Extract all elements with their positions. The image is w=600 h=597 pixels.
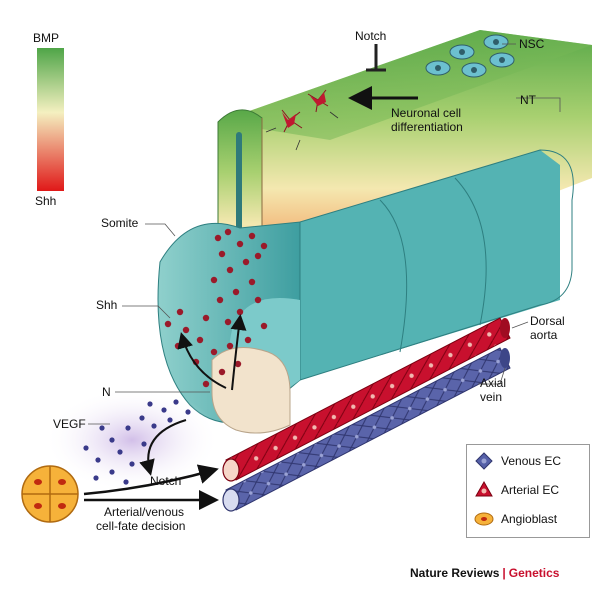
- axial-vein: [222, 347, 511, 512]
- nsc-label: NSC: [519, 37, 545, 51]
- journal-section: Genetics: [508, 566, 560, 580]
- n-label: N: [102, 385, 111, 399]
- notch-inhibition-bar: [366, 44, 386, 72]
- vegf-cloud: [44, 388, 220, 492]
- legend-label-angioblast: Angioblast: [501, 512, 558, 526]
- axial-vein-label-line1: Axial: [480, 376, 507, 390]
- notch-to-aorta-arrow: [83, 464, 219, 496]
- nsc-cells: [425, 34, 515, 78]
- decision-label-line1: Arterial/venous: [104, 505, 185, 519]
- decision-label-line2: cell-fate decision: [96, 519, 186, 533]
- arterial-ec-icon: [475, 480, 493, 497]
- somite-label: Somite: [101, 216, 139, 230]
- shh-gradient-label: Shh: [35, 194, 57, 208]
- neurons: [265, 89, 339, 151]
- axial-vein-label-line2: vein: [480, 390, 503, 404]
- dorsal-aorta-label-line2: aorta: [530, 328, 558, 342]
- gradient-bar: [37, 48, 64, 191]
- notch-top-label: Notch: [355, 29, 387, 43]
- legend-label-venous: Venous EC: [501, 454, 562, 468]
- dorsal-aorta-label-line1: Dorsal: [530, 314, 565, 328]
- nt-label: NT: [520, 93, 536, 107]
- legend-item-venous: Venous EC: [473, 451, 561, 471]
- legend-label-arterial: Arterial EC: [501, 483, 560, 497]
- notochord: [211, 347, 291, 434]
- vegf-label: VEGF: [53, 417, 86, 431]
- angioblast-icon: [474, 512, 494, 526]
- journal-separator: |: [502, 566, 506, 580]
- shh-dots: [164, 228, 268, 388]
- vegf-dots: [83, 399, 191, 485]
- leader-lines: [88, 43, 561, 425]
- shh-arrow-up: [230, 314, 247, 391]
- journal-credit: Nature Reviews|Genetics: [410, 566, 559, 580]
- shh-label: Shh: [96, 298, 118, 312]
- legend: Venous EC Arterial EC Angioblast: [466, 444, 590, 538]
- venous-ec-icon: [475, 452, 493, 470]
- neuronal-label-line2: differentiation: [391, 120, 463, 134]
- journal-name: Nature Reviews: [410, 566, 500, 580]
- angioblast-cluster: [21, 465, 79, 523]
- legend-item-angioblast: Angioblast: [473, 509, 557, 529]
- dorsal-aorta: [222, 317, 511, 482]
- notch-bottom-label: Notch: [150, 474, 182, 488]
- vegf-arrow: [139, 419, 187, 476]
- shh-arrow-left: [177, 332, 227, 389]
- legend-item-arterial: Arterial EC: [473, 480, 559, 500]
- bmp-label: BMP: [33, 31, 60, 45]
- neuronal-label-line1: Neuronal cell: [391, 106, 462, 120]
